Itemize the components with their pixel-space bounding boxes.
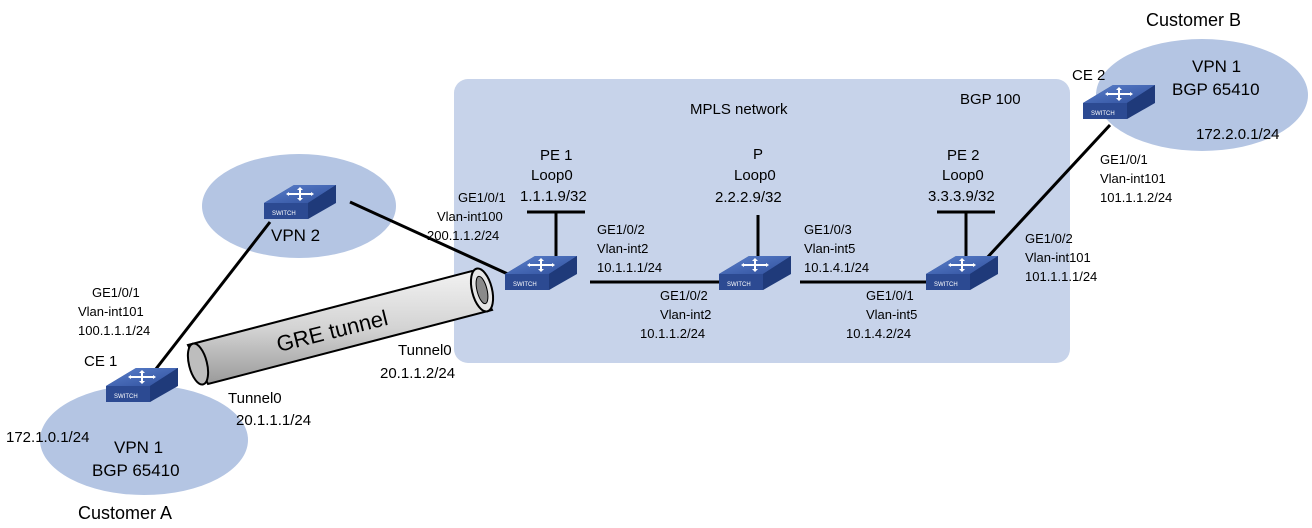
p-loop-ip: 2.2.2.9/32	[715, 189, 782, 206]
pe2-right-port: GE1/0/2	[1025, 231, 1073, 246]
links	[150, 123, 1112, 375]
customer-a-title: Customer A	[78, 503, 172, 523]
p-right-ip: 10.1.4.1/24	[804, 260, 869, 275]
customer-a-bgp: BGP 65410	[92, 461, 180, 480]
ce1-vlan: Vlan-int101	[78, 304, 144, 319]
switch-ce2[interactable]: SWITCH	[1082, 84, 1156, 120]
pe2-left-ip: 10.1.4.2/24	[846, 326, 911, 341]
switch-p[interactable]: SWITCH	[718, 255, 792, 291]
pe2-left-port: GE1/0/1	[866, 288, 914, 303]
link-pe2-ce2	[983, 123, 1112, 262]
pe2-name: PE 2	[947, 147, 980, 164]
p-loop: Loop0	[734, 167, 776, 184]
pe2-right-vlan: Vlan-int101	[1025, 250, 1091, 265]
link-vpn2-pe1	[349, 200, 511, 277]
customer-a-vpn: VPN 1	[114, 438, 163, 457]
p-left-port: GE1/0/2	[660, 288, 708, 303]
pe1-down-ip: 10.1.1.1/24	[597, 260, 662, 275]
switch-ce2-badge: SWITCH	[1091, 111, 1115, 117]
switch-vpn2[interactable]: SWITCH	[263, 184, 337, 220]
p-right-port: GE1/0/3	[804, 222, 852, 237]
ce1-ip: 100.1.1.1/24	[78, 323, 150, 338]
switch-pe2-badge: SWITCH	[934, 282, 958, 288]
customer-a-site	[40, 385, 248, 495]
pe1-name: PE 1	[540, 147, 573, 164]
customer-b-prefix: 172.2.0.1/24	[1196, 126, 1279, 143]
ce1-tunnel-ip: 20.1.1.1/24	[236, 412, 311, 429]
ce1-name: CE 1	[84, 353, 117, 370]
customer-a-prefix: 172.1.0.1/24	[6, 429, 89, 446]
link-ce1-vpn2	[150, 221, 272, 375]
switch-ce1[interactable]: SWITCH	[105, 367, 179, 403]
ce2-port: GE1/0/1	[1100, 152, 1148, 167]
pe1-tunnel-if: Tunnel0	[398, 342, 452, 359]
p-left-vlan: Vlan-int2	[660, 307, 711, 322]
customer-b-vpn: VPN 1	[1192, 57, 1241, 76]
pe1-down-port: GE1/0/2	[597, 222, 645, 237]
pe2-left-vlan: Vlan-int5	[866, 307, 917, 322]
switch-ce1-badge: SWITCH	[114, 394, 138, 400]
pe1-down-vlan: Vlan-int2	[597, 241, 648, 256]
p-right-vlan: Vlan-int5	[804, 241, 855, 256]
pe1-loop: Loop0	[531, 167, 573, 184]
p-left-ip: 10.1.1.2/24	[640, 326, 705, 341]
switch-pe1-badge: SWITCH	[513, 282, 537, 288]
switch-p-badge: SWITCH	[727, 282, 751, 288]
customer-b-title: Customer B	[1146, 10, 1241, 30]
ce1-tunnel-if: Tunnel0	[228, 390, 282, 407]
ce2-vlan: Vlan-int101	[1100, 171, 1166, 186]
mpls-network-region	[454, 79, 1070, 363]
pe1-up-ip: 200.1.1.2/24	[427, 228, 499, 243]
mpls-network-title: MPLS network	[690, 101, 788, 118]
ce2-ip: 101.1.1.2/24	[1100, 190, 1172, 205]
pe2-loop-ip: 3.3.3.9/32	[928, 188, 995, 205]
pe1-up-port: GE1/0/1	[458, 190, 506, 205]
pe1-up-vlan: Vlan-int100	[437, 209, 503, 224]
ce2-name: CE 2	[1072, 67, 1105, 84]
pe1-tunnel-ip: 20.1.1.2/24	[380, 365, 455, 382]
pe1-loop-ip: 1.1.1.9/32	[520, 188, 587, 205]
ce1-port: GE1/0/1	[92, 285, 140, 300]
mpls-bgp-label: BGP 100	[960, 91, 1021, 108]
customer-b-site	[1096, 39, 1308, 151]
p-name: P	[753, 146, 763, 163]
switch-pe1[interactable]: SWITCH	[504, 255, 578, 291]
vpn2-label: VPN 2	[271, 226, 320, 245]
switch-vpn2-badge: SWITCH	[272, 211, 296, 217]
switch-pe2[interactable]: SWITCH	[925, 255, 999, 291]
customer-b-bgp: BGP 65410	[1172, 80, 1260, 99]
pe2-loop: Loop0	[942, 167, 984, 184]
pe2-right-ip: 101.1.1.1/24	[1025, 269, 1097, 284]
